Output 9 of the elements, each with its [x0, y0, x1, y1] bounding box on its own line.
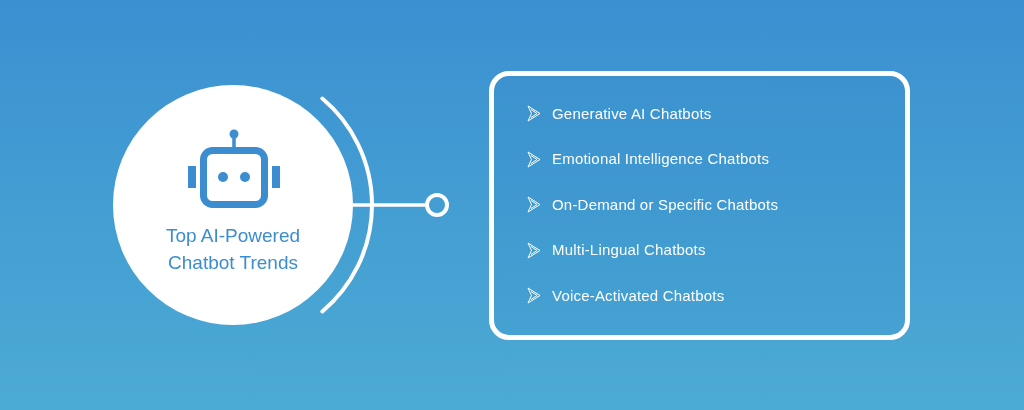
node-title: Top AI-Powered Chatbot Trends [164, 224, 302, 275]
ring-node [425, 193, 449, 217]
list-item-text: Generative AI Chatbots [552, 103, 712, 124]
list-item-text: Multi-Lingual Chatbots [552, 240, 706, 261]
list-item-text: Voice-Activated Chatbots [552, 285, 725, 306]
connector-line [353, 203, 425, 207]
rounded-panel [489, 71, 910, 340]
list-item-text: Emotional Intelligence Chatbots [552, 149, 770, 170]
list-item-text: On-Demand or Specific Chatbots [552, 194, 779, 215]
